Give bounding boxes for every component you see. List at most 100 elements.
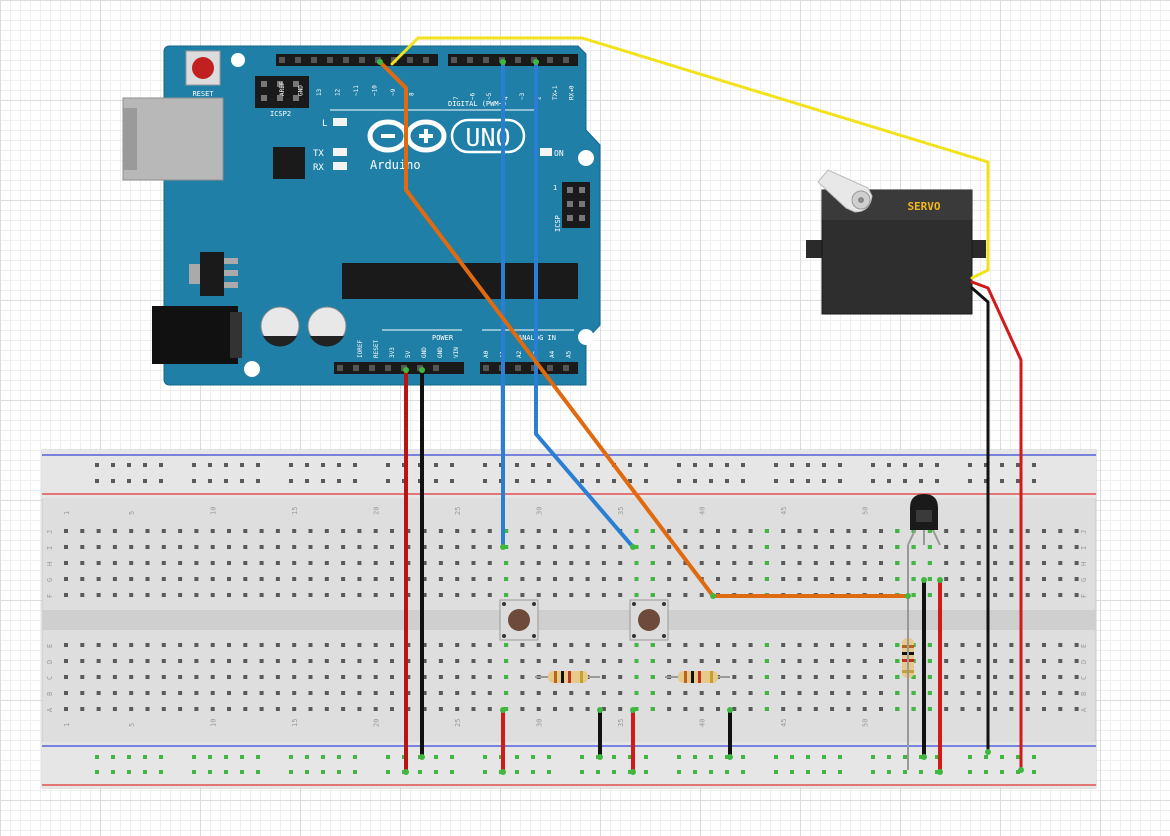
breadboard-hole xyxy=(1058,691,1063,695)
pin-label: 12 xyxy=(335,88,342,96)
pushbutton-2[interactable] xyxy=(629,599,669,641)
breadboard-hole xyxy=(259,659,264,663)
connected-rail-hole xyxy=(612,770,616,774)
breadboard-hole xyxy=(830,545,835,549)
header-pin[interactable] xyxy=(327,57,333,63)
header-pin[interactable] xyxy=(359,57,365,63)
rail-hole xyxy=(337,463,341,467)
breadboard-hole xyxy=(227,707,231,711)
pin-label: 4 xyxy=(503,96,510,100)
breadboard-hole xyxy=(993,577,998,581)
connected-hole xyxy=(650,691,655,695)
header-pin[interactable] xyxy=(451,57,457,63)
breadboard-hole xyxy=(471,529,476,533)
breadboard-hole xyxy=(129,529,134,533)
header-pin[interactable] xyxy=(547,365,553,371)
breadboard-hole xyxy=(161,659,166,663)
connected-rail-hole xyxy=(709,755,713,759)
header-pin[interactable] xyxy=(295,57,301,63)
connected-hole xyxy=(764,529,769,533)
breadboard-hole xyxy=(227,659,231,663)
row-letter: F xyxy=(46,594,54,598)
header-pin[interactable] xyxy=(547,57,553,63)
rail-hole xyxy=(353,479,357,483)
header-pin[interactable] xyxy=(311,57,317,63)
breadboard-hole xyxy=(781,675,786,679)
breadboard-hole xyxy=(129,691,134,695)
connected-hole xyxy=(764,577,769,581)
breadboard-hole xyxy=(227,643,231,647)
header-pin[interactable] xyxy=(337,365,343,371)
header-pin[interactable] xyxy=(483,365,489,371)
breadboard-hole xyxy=(145,675,150,679)
breadboard-hole xyxy=(585,561,590,565)
connected-hole xyxy=(764,643,769,647)
connected-hole xyxy=(895,643,900,647)
pin-label: ~9 xyxy=(390,88,397,96)
led-l-label: L xyxy=(322,119,327,129)
header-pin[interactable] xyxy=(515,365,521,371)
header-pin[interactable] xyxy=(515,57,521,63)
breadboard-hole xyxy=(96,545,101,549)
wire-servo-signal[interactable] xyxy=(390,36,990,280)
header-pin[interactable] xyxy=(279,57,285,63)
breadboard-hole xyxy=(748,545,753,549)
wire-sensor-signal[interactable] xyxy=(378,60,910,598)
breadboard-hole xyxy=(536,529,541,533)
rail-hole xyxy=(224,463,228,467)
breadboard-hole xyxy=(145,577,150,581)
header-pin[interactable] xyxy=(369,365,375,371)
breadboard-hole xyxy=(846,545,851,549)
breadboard-hole xyxy=(1009,593,1014,597)
wire-endpoints xyxy=(377,59,1024,775)
breadboard-hole xyxy=(390,545,394,549)
header-pin[interactable] xyxy=(433,365,439,371)
connected-hole xyxy=(634,577,639,581)
pushbutton-1[interactable] xyxy=(499,599,539,641)
connected-rail-hole xyxy=(822,755,826,759)
wire-button-2-signal[interactable] xyxy=(534,60,635,549)
pushbutton-cap[interactable] xyxy=(508,609,530,631)
pin-label: IOREF xyxy=(357,340,364,358)
breadboard-hole xyxy=(520,561,525,565)
pushbutton-cap[interactable] xyxy=(638,609,660,631)
breadboard-hole xyxy=(781,659,786,663)
wire-servo-gnd[interactable] xyxy=(970,286,990,754)
header-pin[interactable] xyxy=(467,57,473,63)
breadboard-hole xyxy=(80,577,85,581)
icsp2-pin xyxy=(293,95,299,101)
header-pin[interactable] xyxy=(353,365,359,371)
connected-hole xyxy=(895,545,900,549)
header-pin[interactable] xyxy=(423,57,429,63)
breadboard-hole xyxy=(145,593,150,597)
breadboard-hole xyxy=(781,561,786,565)
breadboard-hole xyxy=(553,659,557,663)
connected-hole xyxy=(911,691,916,695)
header-pin[interactable] xyxy=(343,57,349,63)
breadboard-hole xyxy=(699,691,704,695)
wire-endpoint xyxy=(921,577,927,583)
breadboard-hole xyxy=(471,545,476,549)
breadboard-hole xyxy=(683,593,688,597)
header-pin[interactable] xyxy=(563,365,569,371)
wire-endpoint xyxy=(500,59,506,65)
connected-hole xyxy=(634,675,639,679)
rail-hole xyxy=(547,463,551,467)
rail-hole xyxy=(515,479,519,483)
header-pin[interactable] xyxy=(407,57,413,63)
breadboard-hole xyxy=(64,529,68,533)
header-pin[interactable] xyxy=(563,57,569,63)
column-number: 35 xyxy=(617,507,625,515)
breadboard-hole xyxy=(960,545,965,549)
reset-button-cap[interactable] xyxy=(192,57,214,79)
breadboard-hole xyxy=(520,659,525,663)
column-number: 10 xyxy=(210,719,218,727)
breadboard-hole xyxy=(438,707,443,711)
breadboard-hole xyxy=(210,593,215,597)
rail-hole xyxy=(224,479,228,483)
wire-servo-5v[interactable] xyxy=(970,280,1023,772)
header-pin[interactable] xyxy=(385,365,391,371)
pin-label: 2 xyxy=(536,96,543,100)
header-pin[interactable] xyxy=(483,57,489,63)
breadboard-hole xyxy=(683,561,688,565)
